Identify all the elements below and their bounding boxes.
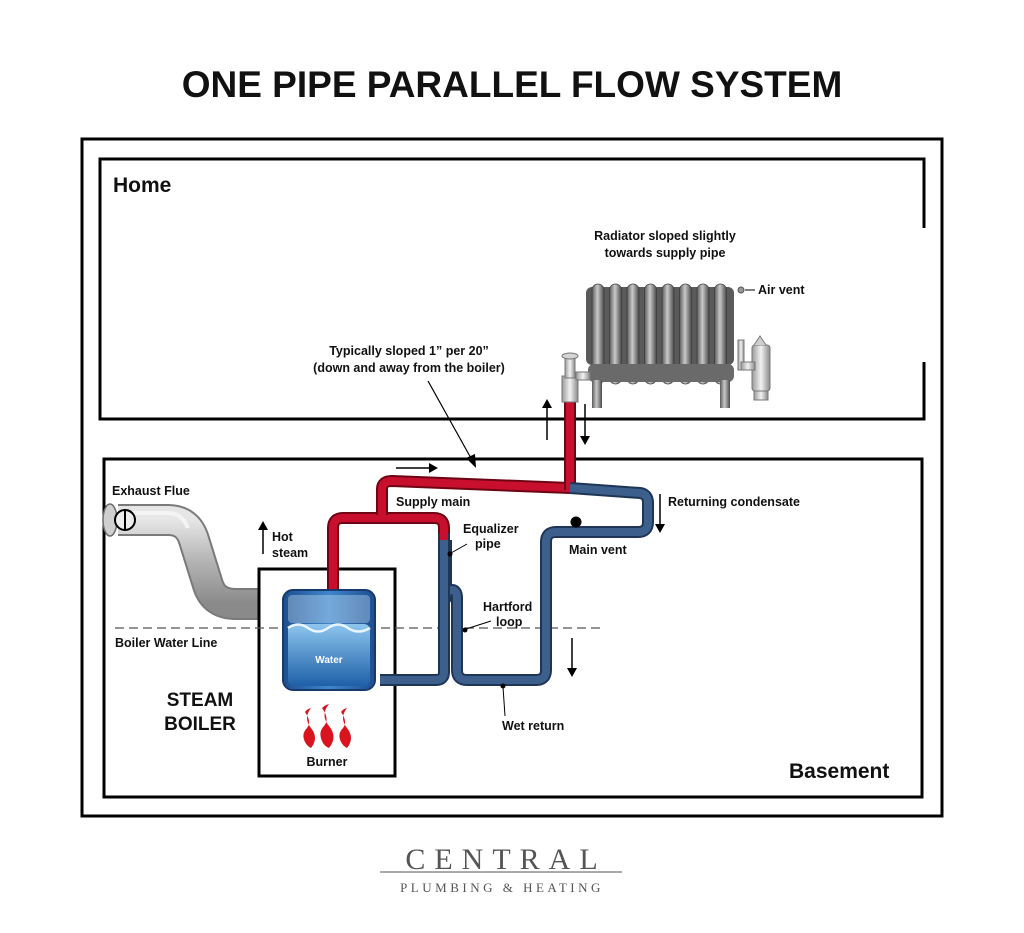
returning-condensate-label: Returning condensate bbox=[668, 495, 800, 509]
radiator-air-vent-valve-icon bbox=[737, 335, 771, 401]
boiler-water-line-label: Boiler Water Line bbox=[115, 636, 217, 650]
hot-steam-arrow-icon bbox=[258, 521, 268, 554]
main-vent-icon bbox=[570, 516, 582, 528]
equalizer-label-line2: pipe bbox=[475, 537, 501, 551]
slope-pointer-arrow-icon bbox=[427, 380, 476, 468]
diagram-title: ONE PIPE PARALLEL FLOW SYSTEM bbox=[182, 64, 843, 105]
radiator-label-line1: Radiator sloped slightly bbox=[594, 229, 736, 243]
main-vent-label: Main vent bbox=[569, 543, 627, 557]
water-label: Water bbox=[315, 655, 343, 666]
equalizer-leader bbox=[450, 543, 468, 554]
equalizer-label-line1: Equalizer bbox=[463, 522, 519, 536]
radiator-label-line2: towards supply pipe bbox=[605, 246, 726, 260]
radiator-fin bbox=[696, 283, 710, 385]
radiator-fin bbox=[661, 283, 675, 385]
outer-frame bbox=[80, 137, 944, 818]
home-room-label: Home bbox=[113, 174, 171, 197]
company-logo: CENTRAL PLUMBING & HEATING bbox=[380, 843, 622, 895]
basement-room-label: Basement bbox=[789, 760, 889, 783]
radiator-fin bbox=[626, 283, 640, 385]
burner-label: Burner bbox=[307, 755, 348, 769]
condensate-down-arrow-icon bbox=[655, 494, 665, 533]
logo-main-text: CENTRAL bbox=[405, 843, 606, 876]
air-vent-label: Air vent bbox=[758, 283, 805, 297]
radiator-fin bbox=[609, 283, 622, 385]
flow-direction-arrow-icon bbox=[396, 463, 438, 473]
slope-label-line1: Typically sloped 1” per 20” bbox=[329, 344, 489, 358]
return-down-arrow-icon bbox=[567, 638, 577, 677]
radiator-supply-valve-icon bbox=[561, 352, 591, 403]
riser-up-arrow-icon bbox=[542, 399, 552, 440]
hot-steam-label-line1: Hot bbox=[272, 530, 294, 544]
hot-steam-label-line2: steam bbox=[272, 546, 308, 560]
burner-flame-icon bbox=[303, 704, 351, 748]
slope-label-line2: (down and away from the boiler) bbox=[313, 361, 505, 375]
riser-down-arrow-icon bbox=[580, 404, 590, 445]
hartford-loop-label-line2: loop bbox=[496, 615, 523, 629]
steam-boiler-label-line1: STEAM bbox=[167, 690, 234, 711]
hartford-loop-label-line1: Hartford bbox=[483, 600, 532, 614]
hartford-loop-leader bbox=[465, 620, 492, 630]
steam-boiler-label-line2: BOILER bbox=[164, 714, 236, 735]
wet-return-label: Wet return bbox=[502, 719, 564, 733]
exhaust-flue bbox=[102, 503, 262, 620]
radiator bbox=[561, 283, 771, 408]
exhaust-flue-label: Exhaust Flue bbox=[112, 484, 190, 498]
piping bbox=[327, 400, 654, 686]
water-tank: Water bbox=[282, 589, 376, 691]
radiator-fin bbox=[679, 283, 692, 385]
wet-return-leader bbox=[502, 686, 506, 717]
supply-main-label: Supply main bbox=[396, 495, 470, 509]
water-surface-icon bbox=[287, 623, 371, 633]
logo-sub-text: PLUMBING & HEATING bbox=[400, 880, 604, 895]
basement-room-outline bbox=[102, 457, 924, 799]
home-room-outline bbox=[98, 157, 926, 421]
radiator-fin bbox=[644, 283, 657, 385]
